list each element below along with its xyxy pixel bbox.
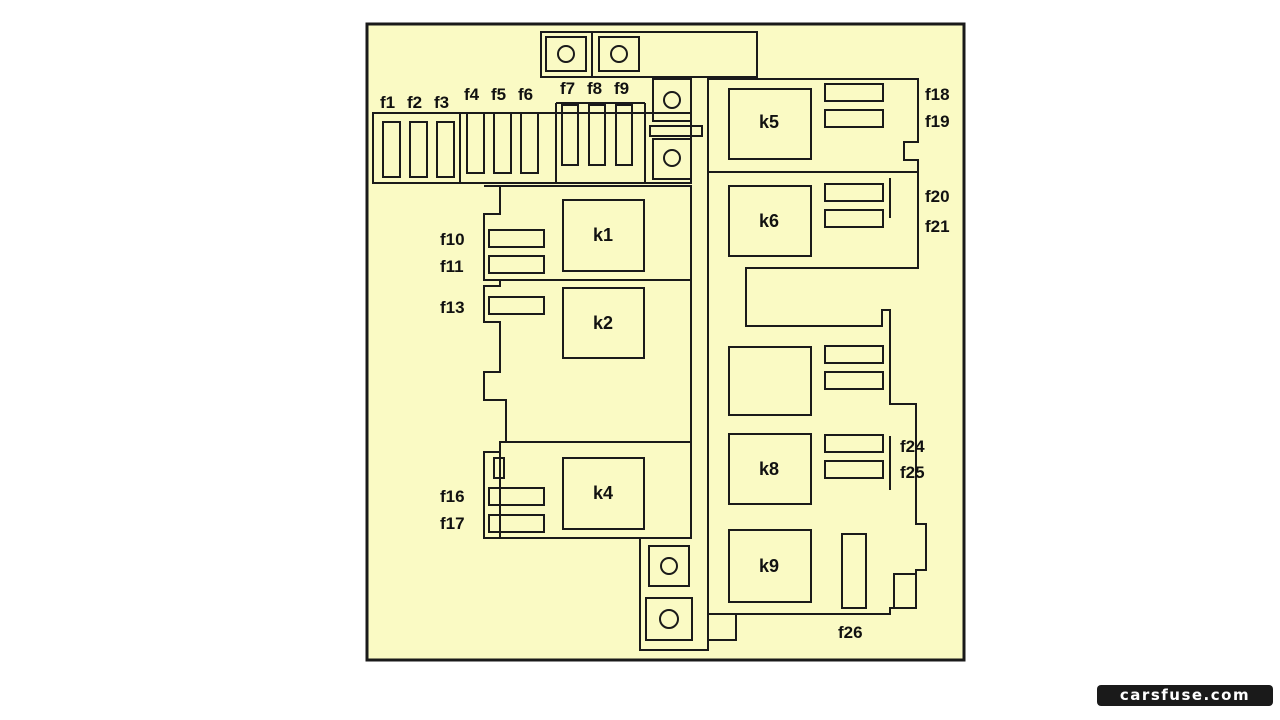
label-f9: f9 bbox=[614, 79, 629, 98]
label-k9: k9 bbox=[759, 556, 779, 576]
label-k2: k2 bbox=[593, 313, 613, 333]
terminal-top-2 bbox=[598, 36, 640, 72]
fuse-f4 bbox=[466, 112, 485, 174]
label-f17: f17 bbox=[440, 514, 465, 533]
terminal-top-1-bolt bbox=[557, 45, 575, 63]
label-f20: f20 bbox=[925, 187, 950, 206]
relay-k5 bbox=[728, 88, 812, 160]
fuse-f10 bbox=[488, 229, 545, 248]
fuse-f22-unlabeled bbox=[824, 345, 884, 364]
relay-k9 bbox=[728, 529, 812, 603]
terminal-right-1 bbox=[652, 78, 692, 122]
fuse-f25 bbox=[824, 460, 884, 479]
relay-k2 bbox=[562, 287, 645, 359]
fuse-f20 bbox=[824, 183, 884, 202]
fuse-f13 bbox=[488, 296, 545, 315]
label-f5: f5 bbox=[491, 85, 506, 104]
label-f19: f19 bbox=[925, 112, 950, 131]
fuse-f19 bbox=[824, 109, 884, 128]
terminal-right-2-bolt bbox=[663, 149, 681, 167]
terminal-bottom-2-bolt bbox=[659, 609, 679, 629]
fuse-f17 bbox=[488, 514, 545, 533]
fuse-f5 bbox=[493, 112, 512, 174]
terminal-divider bbox=[649, 125, 703, 137]
label-k8: k8 bbox=[759, 459, 779, 479]
terminal-right-2 bbox=[652, 138, 692, 180]
label-f6: f6 bbox=[518, 85, 533, 104]
label-f24: f24 bbox=[900, 437, 925, 456]
relay-k4 bbox=[562, 457, 645, 530]
terminal-bottom-1-bolt bbox=[660, 557, 678, 575]
label-k5: k5 bbox=[759, 112, 779, 132]
terminal-top-1 bbox=[545, 36, 587, 72]
label-k6: k6 bbox=[759, 211, 779, 231]
fuse-f9 bbox=[615, 104, 633, 166]
left-relay-housing bbox=[483, 185, 692, 539]
relay-k6 bbox=[728, 185, 812, 257]
fuse-f3 bbox=[436, 121, 455, 178]
label-f1: f1 bbox=[380, 93, 395, 112]
fuse-f1 bbox=[382, 121, 401, 178]
watermark-badge: carsfuse.com bbox=[1097, 685, 1273, 706]
fuse-f26 bbox=[841, 533, 867, 609]
terminal-bottom-2 bbox=[645, 597, 693, 641]
fuse-f11 bbox=[488, 255, 545, 274]
fuse-f2 bbox=[409, 121, 428, 178]
label-f16: f16 bbox=[440, 487, 465, 506]
fuse-f18 bbox=[824, 83, 884, 102]
label-k1: k1 bbox=[593, 225, 613, 245]
label-f18: f18 bbox=[925, 85, 950, 104]
fuse-f24 bbox=[824, 434, 884, 453]
fuse-f7 bbox=[561, 104, 579, 166]
fuse-f23-unlabeled bbox=[824, 371, 884, 390]
label-f10: f10 bbox=[440, 230, 465, 249]
fuse-f16 bbox=[488, 487, 545, 506]
label-k4: k4 bbox=[593, 483, 613, 503]
relay-k7-unlabeled bbox=[728, 346, 812, 416]
fuse-f21 bbox=[824, 209, 884, 228]
relay-k8 bbox=[728, 433, 812, 505]
terminal-right-1-bolt bbox=[663, 91, 681, 109]
label-f7: f7 bbox=[560, 79, 575, 98]
fuse-f6 bbox=[520, 112, 539, 174]
label-f3: f3 bbox=[434, 93, 449, 112]
label-f13: f13 bbox=[440, 298, 465, 317]
label-f8: f8 bbox=[587, 79, 602, 98]
label-f21: f21 bbox=[925, 217, 950, 236]
label-f11: f11 bbox=[440, 257, 464, 276]
label-f26: f26 bbox=[838, 623, 863, 642]
relay-k1 bbox=[562, 199, 645, 272]
label-f2: f2 bbox=[407, 93, 422, 112]
terminal-housing-top bbox=[540, 31, 758, 78]
terminal-bottom-1 bbox=[648, 545, 690, 587]
label-f4: f4 bbox=[464, 85, 480, 104]
terminal-top-2-bolt bbox=[610, 45, 628, 63]
label-f25: f25 bbox=[900, 463, 925, 482]
fuse-f8 bbox=[588, 104, 606, 166]
